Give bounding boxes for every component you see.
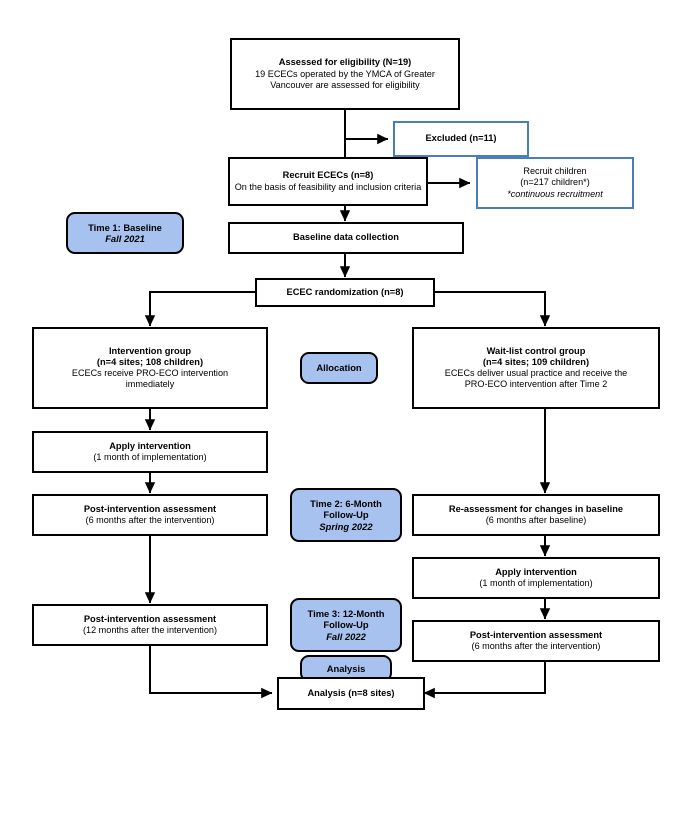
node-analysis-8-sites[interactable]: Analysis (n=8 sites) xyxy=(277,677,425,710)
node-line: Post-intervention assessment xyxy=(83,503,217,514)
tag-line: Fall 2021 xyxy=(105,233,145,244)
node-line: Post-intervention assessment xyxy=(83,613,217,624)
node-line: (6 months after the intervention) xyxy=(471,641,601,652)
node-line: 19 ECECs operated by the YMCA of Greater xyxy=(255,68,435,79)
tag-line: Time 3: 12-Month xyxy=(307,607,385,619)
node-line: *continuous recruitment xyxy=(507,188,603,199)
node-post-intervention-12mo-left[interactable]: Post-intervention assessment (12 months … xyxy=(32,604,268,646)
node-recruit-ececs[interactable]: Recruit ECECs (n=8) On the basis of feas… xyxy=(228,157,428,206)
node-line: Assessed for eligibility (N=19) xyxy=(278,57,412,68)
tag-allocation[interactable]: Allocation xyxy=(300,352,378,384)
node-line: (1 month of implementation) xyxy=(93,452,207,463)
tag-line: Analysis xyxy=(326,662,366,674)
tag-time3-12month-followup[interactable]: Time 3: 12-Month Follow-Up Fall 2022 xyxy=(290,598,402,652)
node-line: (1 month of implementation) xyxy=(479,578,593,589)
node-line: Baseline data collection xyxy=(293,232,399,243)
node-line: Re-assessment for changes in baseline xyxy=(448,503,624,514)
tag-time1-baseline[interactable]: Time 1: Baseline Fall 2021 xyxy=(66,212,184,254)
tag-line: Time 2: 6-Month xyxy=(310,497,382,509)
node-reassessment-baseline[interactable]: Re-assessment for changes in baseline (6… xyxy=(412,494,660,536)
node-line: (6 months after the intervention) xyxy=(85,515,215,526)
node-excluded[interactable]: Excluded (n=11) xyxy=(393,121,529,157)
wire-post12-to-analysis xyxy=(149,645,273,699)
node-line: Analysis (n=8 sites) xyxy=(307,687,395,698)
node-line: (n=4 sites; 109 children) xyxy=(482,356,590,367)
node-line: (n=217 children*) xyxy=(520,177,590,188)
wire-post6right-to-analysis xyxy=(423,661,546,699)
node-line: Apply intervention xyxy=(495,566,577,577)
node-line: ECEC randomization (n=8) xyxy=(286,286,404,297)
node-line: Recruit ECECs (n=8) xyxy=(282,170,374,181)
node-baseline-data-collection[interactable]: Baseline data collection xyxy=(228,222,464,254)
tag-line: Allocation xyxy=(316,362,362,374)
node-line: Post-intervention assessment xyxy=(469,629,603,640)
node-line: ECECs receive PRO-ECO intervention xyxy=(71,368,229,379)
node-apply-intervention-left[interactable]: Apply intervention (1 month of implement… xyxy=(32,431,268,473)
node-line: (6 months after baseline) xyxy=(485,515,587,526)
tag-line: Follow-Up xyxy=(323,619,369,631)
node-recruit-children[interactable]: Recruit children (n=217 children*) *cont… xyxy=(476,157,634,209)
node-assessed-for-eligibility[interactable]: Assessed for eligibility (N=19) 19 ECECs… xyxy=(230,38,460,110)
node-waitlist-control-group[interactable]: Wait-list control group (n=4 sites; 109 … xyxy=(412,327,660,409)
node-line: Excluded (n=11) xyxy=(425,133,497,144)
node-line: Apply intervention xyxy=(109,440,191,451)
node-line: Recruit children xyxy=(523,166,587,177)
node-intervention-group[interactable]: Intervention group (n=4 sites; 108 child… xyxy=(32,327,268,409)
node-line: ECECs deliver usual practice and receive… xyxy=(444,368,628,379)
node-line: Intervention group xyxy=(108,345,192,356)
tag-line: Fall 2022 xyxy=(326,630,366,642)
node-post-intervention-6mo-left[interactable]: Post-intervention assessment (6 months a… xyxy=(32,494,268,536)
tag-line: Spring 2022 xyxy=(319,520,373,532)
node-line: (n=4 sites; 108 children) xyxy=(96,356,204,367)
node-line: Wait-list control group xyxy=(486,345,586,356)
node-line: (12 months after the intervention) xyxy=(83,625,217,636)
tag-time2-6month-followup[interactable]: Time 2: 6-Month Follow-Up Spring 2022 xyxy=(290,488,402,542)
wire-randomization-right xyxy=(430,291,551,327)
node-ecec-randomization[interactable]: ECEC randomization (n=8) xyxy=(255,278,435,307)
node-post-intervention-6mo-right[interactable]: Post-intervention assessment (6 months a… xyxy=(412,620,660,662)
wire-randomization-left xyxy=(144,291,262,327)
tag-line: Time 1: Baseline xyxy=(88,221,162,233)
node-apply-intervention-right[interactable]: Apply intervention (1 month of implement… xyxy=(412,557,660,599)
node-line: On the basis of feasibility and inclusio… xyxy=(234,181,422,192)
node-line: immediately xyxy=(125,379,175,390)
tag-line: Follow-Up xyxy=(323,509,369,521)
node-line: Vancouver are assessed for eligibility xyxy=(270,79,420,90)
node-line: PRO-ECO intervention after Time 2 xyxy=(464,379,608,390)
